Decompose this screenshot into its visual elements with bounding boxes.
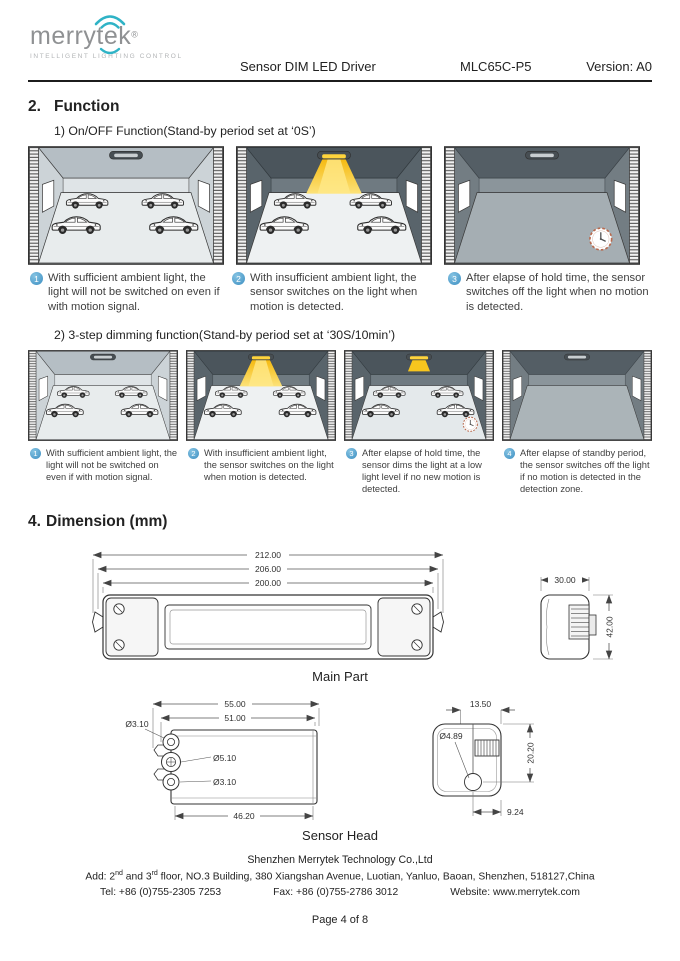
step-3-badge: 3 [448,272,461,285]
caption-text: With sufficient ambient light, the light… [46,447,178,483]
illustration-light-off-after-hold [444,146,640,265]
company-address: Add: 2nd and 3rd floor, NO.3 Building, 3… [85,869,595,883]
clock-icon [589,227,613,251]
subheading-onoff-function: 1) On/OFF Function(Stand-by period set a… [54,124,316,138]
step-1-badge: 1 [30,447,41,459]
section-number: 2. [28,98,41,115]
doc-version: Version: A0 [586,59,652,74]
caption-step-3: 3 After elapse of hold time, the sensor … [448,271,654,314]
dim-height: 42.00 [605,616,615,638]
section-title: Dimension (mm) [46,513,168,531]
main-part-label: Main Part [312,669,368,685]
caption-step-2: 2 With insufficient ambient light, the s… [232,271,438,314]
dim-dome: Ø4.89 [439,731,462,741]
illustration-ambient-light-off-small [28,350,178,441]
logo-tagline: INTELLIGENT LIGHTING CONTROL [30,53,183,60]
dim-depth: 30.00 [554,575,576,585]
caption-text: After elapse of hold time, the sensor di… [362,447,482,495]
company-name: Shenzhen Merrytek Technology Co.,Ltd [247,854,433,867]
merrytek-logo: merrytek® INTELLIGENT LIGHTING CONTROL [30,15,183,60]
fax: Fax: +86 (0)755-2786 3012 [273,887,399,898]
step-2-badge: 2 [232,272,245,285]
page-header: merrytek® INTELLIGENT LIGHTING CONTROL S… [28,15,652,82]
dim-hole-mid: Ø5.10 [213,753,236,763]
main-part-drawing: 212.00 206.00 200.00 30.00 [28,543,652,665]
main-part-front-view: 212.00 206.00 200.00 [92,549,444,660]
dimming-captions: 1 With sufficient ambient light, the lig… [30,447,652,495]
dim-head-height: 20.20 [526,742,536,764]
step-2-badge: 2 [188,447,199,459]
illustration-light-on-motion-small [186,350,336,441]
caption-text: With insufficient ambient light, the sen… [250,272,418,313]
doc-model: MLC65C-P5 [460,59,532,74]
sensor-head-drawing: 55.00 51.00 Ø3.10 Ø5.10 Ø3.10 46.20 [28,694,652,824]
telephone: Tel: +86 (0)755-2305 7253 [100,887,222,898]
dim-hole-bot: Ø3.10 [213,777,236,787]
contact-line: Tel: +86 (0)755-2305 7253 Fax: +86 (0)75… [28,886,652,901]
sensor-head-side-view: 13.50 Ø4.89 20.20 9.24 [432,699,536,817]
caption-text: With sufficient ambient light, the light… [48,272,220,313]
onoff-captions: 1 With sufficient ambient light, the lig… [30,271,652,314]
dim-head-mid: 51.00 [224,713,246,723]
subheading-dimming-function: 2) 3-step dimming function(Stand-by peri… [54,327,396,342]
illustration-ambient-light-off [28,146,224,265]
dimming-illustrations [28,350,652,441]
step-4-badge: 4 [504,447,515,459]
page-number: Page 4 of 8 [311,913,369,926]
caption-step-4: 4 After elapse of standby period, the se… [504,447,654,495]
dim-length-body: 200.00 [255,578,281,588]
caption-step-1: 1 With sufficient ambient light, the lig… [30,271,222,314]
onoff-illustrations [28,146,652,265]
sensor-head-label: Sensor Head [302,828,378,844]
caption-step-3: 3 After elapse of hold time, the sensor … [346,447,496,495]
caption-text: With insufficient ambient light, the sen… [204,447,334,483]
section-number: 4. [28,513,41,531]
section-function-heading: 2. Function [28,98,652,116]
dim-head-depth: 13.50 [470,699,492,709]
section-dimension-heading: 4. Dimension (mm) [28,513,652,531]
illustration-light-on-motion [236,146,432,265]
caption-text: After elapse of hold time, the sensor sw… [466,272,649,313]
sensor-head-front-view: 55.00 51.00 Ø3.10 Ø5.10 Ø3.10 46.20 [125,698,320,822]
dim-head-bottom: 46.20 [233,811,255,821]
doc-title: Sensor DIM LED Driver [240,59,376,74]
dim-hole-top: Ø3.10 [125,719,148,729]
clock-icon [462,416,478,432]
logo-registered-mark: ® [131,29,138,40]
section-title: Function [54,98,120,115]
step-1-badge: 1 [30,272,43,285]
step-3-badge: 3 [346,447,357,459]
website: Website: www.merrytek.com [450,887,580,898]
dim-length-overall: 212.00 [255,550,281,560]
illustration-dim-light-small [344,350,494,441]
dim-length-mid: 206.00 [255,564,281,574]
logo-text: merrytek [30,22,132,50]
dim-head-overall: 55.00 [224,699,246,709]
caption-step-2: 2 With insufficient ambient light, the s… [188,447,338,495]
page-footer: Shenzhen Merrytek Technology Co.,Ltd Add… [28,853,652,901]
main-part-side-view: 30.00 42.00 [540,575,615,660]
caption-step-1: 1 With sufficient ambient light, the lig… [30,447,180,495]
caption-text: After elapse of standby period, the sens… [520,447,650,495]
illustration-light-off-standby-small [502,350,652,441]
dim-head-offset: 9.24 [507,807,524,817]
